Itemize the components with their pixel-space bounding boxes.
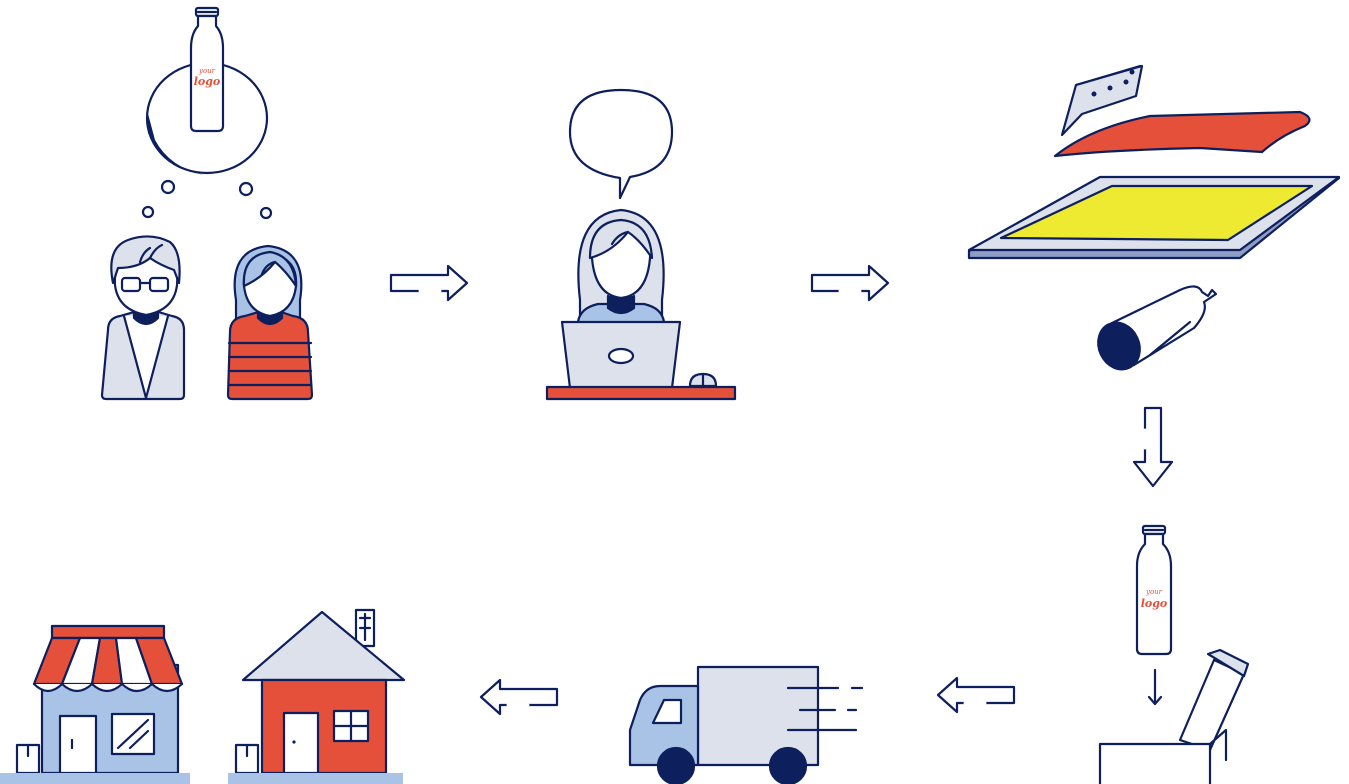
step-designer [547, 90, 735, 399]
step-shipping [630, 667, 862, 784]
step-delivery-destinations [0, 610, 404, 784]
ink-icon [1055, 112, 1309, 156]
logo-text-bottom: logo [194, 75, 221, 88]
left-arrow-1 [938, 678, 1014, 712]
right-arrow-1 [391, 266, 467, 300]
house-icon [243, 610, 404, 773]
down-arrow [1134, 408, 1172, 486]
down-arrow-thin [1149, 670, 1161, 704]
parcel-icon [236, 745, 258, 773]
speech-bubble-icon [570, 90, 672, 198]
screen-frame-icon [969, 177, 1339, 258]
woman-icon [228, 246, 312, 399]
desk [547, 387, 735, 399]
shop-ground [0, 773, 190, 784]
logo-text-top: your [1145, 588, 1163, 596]
step-screen-printing [969, 66, 1339, 376]
woman-at-laptop-icon [562, 210, 680, 388]
parcel-icon [17, 745, 39, 773]
branded-bottle-icon: your logo [191, 8, 223, 131]
logo-text-bottom: logo [1141, 597, 1168, 610]
tube-icon [1180, 650, 1248, 750]
shop-icon [34, 626, 182, 773]
step-customers-idea: your logo [102, 8, 312, 399]
house-ground [228, 773, 403, 784]
step-packaging [1100, 650, 1248, 784]
delivery-truck-icon [630, 667, 862, 784]
step-printed-bottle: your logo [1137, 526, 1171, 654]
logo-text-top: your [198, 67, 216, 75]
blank-bottle-icon [1091, 286, 1216, 376]
mouse-icon [690, 374, 716, 386]
right-arrow-2 [812, 266, 888, 300]
man-with-glasses-icon [102, 236, 184, 399]
left-arrow-2 [481, 680, 557, 714]
branded-bottle-icon: your logo [1137, 526, 1171, 654]
